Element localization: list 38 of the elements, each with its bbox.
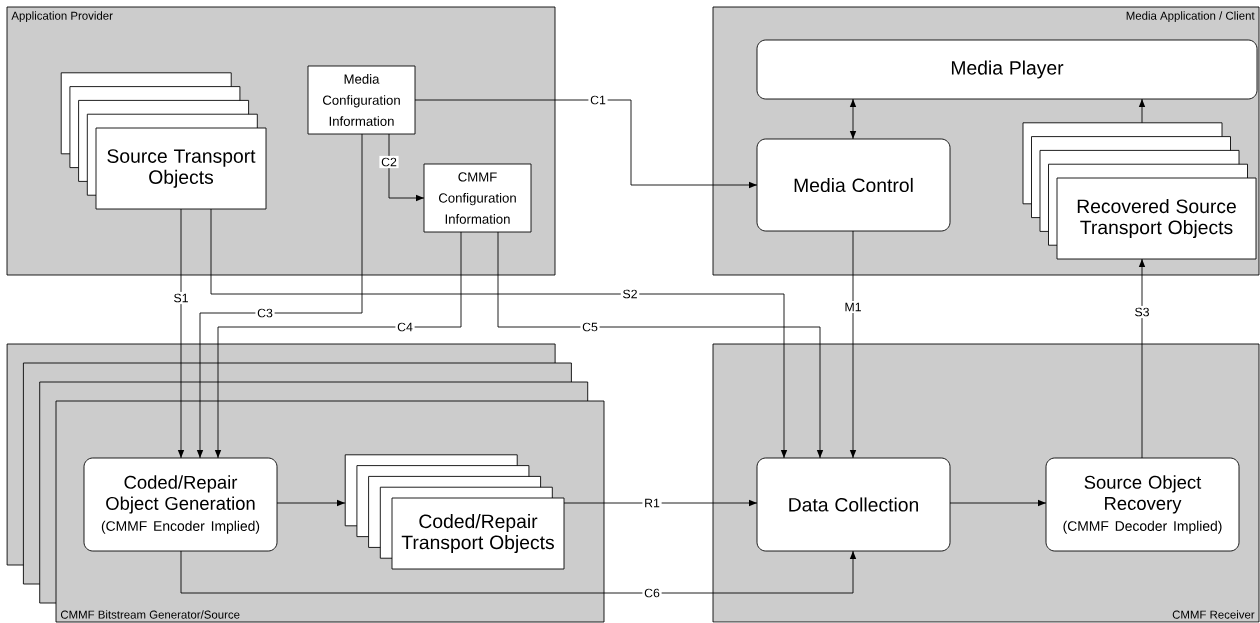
process-box: Coded/Repair Object Generation (CMMF Encoder Implied) [83,457,278,552]
edge-label: S2 [620,287,640,301]
arrow [849,230,857,459]
document-stack: Recovered Source Transport Objects [1022,122,1257,260]
document-stack: Source Transport Objects [60,72,267,210]
edge-label: C4 [395,320,415,334]
arrow [214,231,462,459]
node-label: Objects [149,169,214,188]
text-box: Media Configuration Information [307,65,416,135]
arrow [276,499,346,507]
arrow [949,499,1047,507]
edge-label: C6 [642,586,662,600]
node-label: CMMF Bitstream Generator/Source [60,610,240,619]
arrow [1138,98,1146,124]
arrow [849,98,857,140]
edge-label: R1 [642,497,662,509]
arrow [563,499,758,507]
arrow [497,231,824,459]
edge-label: C3 [255,306,275,320]
arrow [1138,258,1146,459]
document-stack: Coded/Repair Transport Objects [344,454,565,570]
edge-label: C5 [580,320,600,334]
process-box: Data Collection [756,457,951,552]
edge-label: S3 [1132,305,1152,319]
process-box: Media Control [756,138,951,232]
arrow [196,133,363,459]
arrow [210,208,788,459]
arrow [180,550,857,594]
process-box: Media Player [756,39,1258,100]
text-box: CMMF Configuration Information [423,163,532,233]
edge-label: M1 [842,301,864,313]
arrow [388,133,425,202]
arrow [414,99,758,189]
edge-label: C1 [588,93,608,107]
process-box: Source Object Recovery (CMMF Decoder Implied) [1045,457,1240,552]
edge-label: S1 [171,291,191,305]
node-label: Transport Objects [1080,220,1233,239]
arrow [177,208,185,459]
